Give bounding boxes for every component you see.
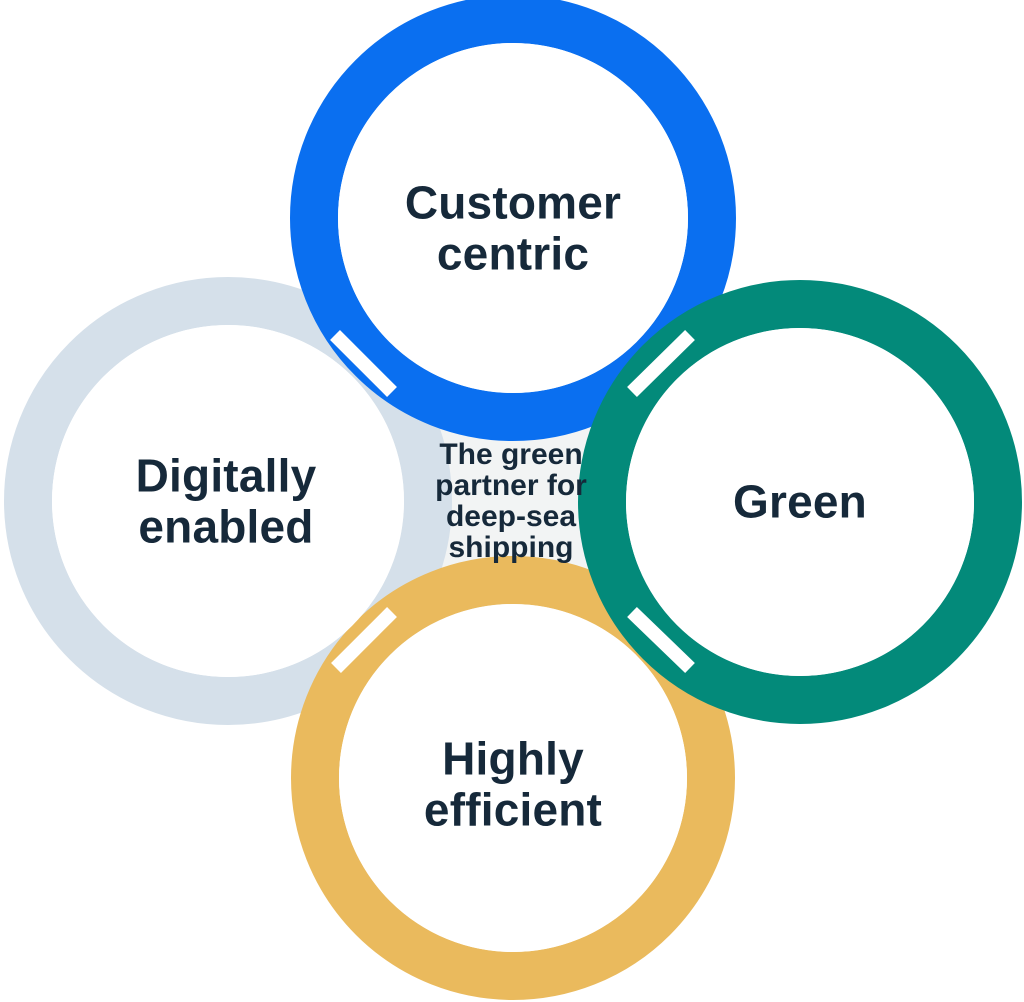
gap-top-left	[330, 330, 397, 397]
ring-customer-centric	[290, 0, 736, 441]
disc-digitally-enabled	[52, 325, 404, 677]
ring-highly-efficient	[291, 556, 735, 1000]
disc-customer-centric	[338, 43, 688, 393]
gap-bottom-left	[331, 607, 397, 673]
gap-top-right	[627, 330, 695, 397]
ring-green	[578, 280, 1022, 724]
center-text: The green partner for deep-sea shipping	[435, 438, 587, 564]
disc-green	[626, 328, 974, 676]
label-digitally-enabled: Digitally enabled	[135, 449, 317, 552]
ring-digitally-enabled	[4, 277, 452, 725]
label-green: Green	[733, 475, 867, 528]
disc-highly-efficient	[339, 604, 687, 952]
label-highly-efficient: Highly efficient	[423, 732, 603, 835]
gap-bottom-right	[627, 606, 695, 674]
label-customer-centric: Customer centric	[404, 176, 622, 279]
